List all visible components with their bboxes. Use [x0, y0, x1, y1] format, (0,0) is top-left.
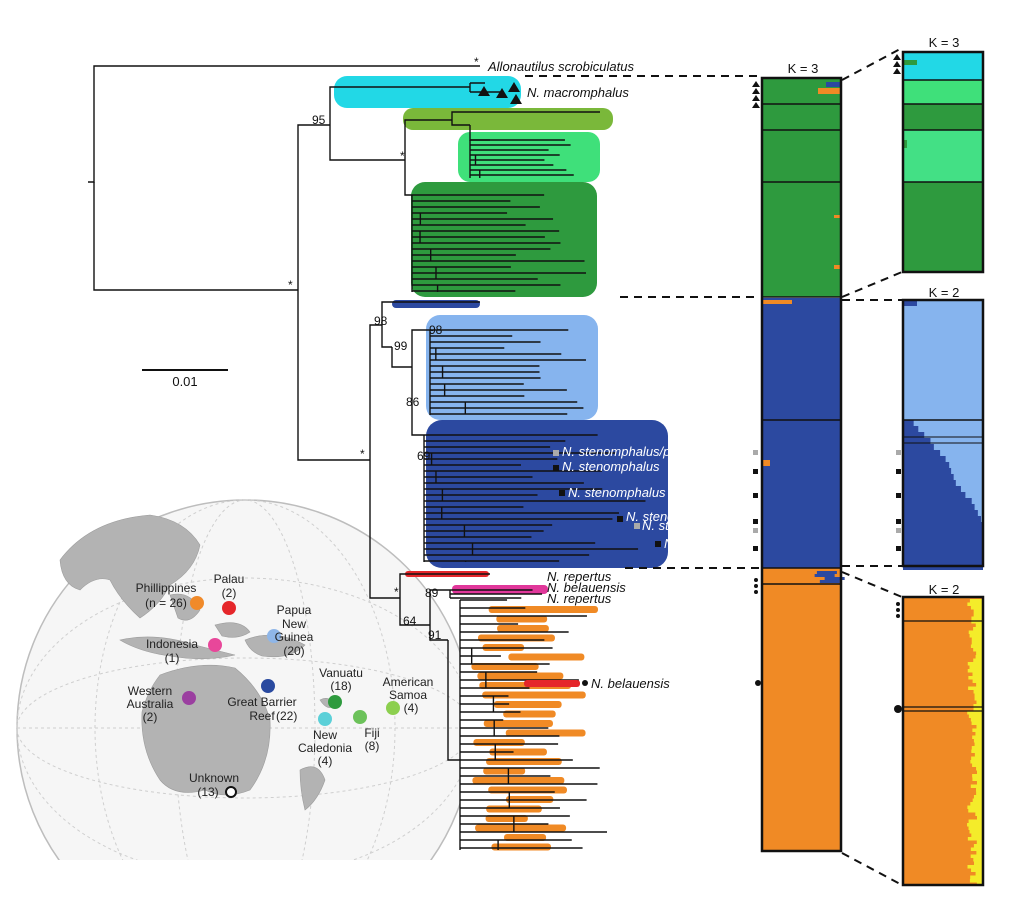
support-91: 91: [428, 628, 442, 642]
scale-bar: 0.01: [142, 369, 228, 389]
main-blue-block: [762, 298, 841, 568]
dot-vanuatu[interactable]: [328, 695, 342, 709]
scale-bar-label: 0.01: [172, 374, 197, 389]
dashed-connectors: [525, 47, 903, 886]
loc-wa-name2: Australia: [127, 697, 174, 711]
dot-philippines[interactable]: [190, 596, 204, 610]
support-star-root: *: [288, 278, 293, 292]
loc-wa-count: (2): [143, 710, 158, 724]
clade-cyan: [334, 76, 521, 108]
taxon-stenomp: N.stenomp.: [664, 536, 730, 551]
loc-gbr-name2: Reef: [249, 709, 275, 723]
clade-light-blue: [426, 315, 598, 420]
support-98b: 98: [429, 323, 443, 337]
loc-philippines-name: Phillippines: [136, 581, 197, 595]
support-star-orange: *: [394, 585, 399, 599]
taxon-stenomphalus-1: N. stenomphalus: [562, 459, 660, 474]
sub2-frame: [901, 298, 985, 568]
macromphalus-markers: [478, 82, 522, 104]
main-column-separators: [762, 103, 841, 585]
support-star-outgroup: *: [474, 55, 479, 69]
dot-gbr[interactable]: [261, 679, 275, 693]
taxon-repertus-1: N. repertus: [547, 569, 612, 584]
sub1-frame: [901, 50, 985, 274]
loc-samoa-name2: Samoa: [389, 688, 427, 702]
loc-nc-name2: Caledonia: [298, 741, 352, 755]
dot-unknown[interactable]: [225, 786, 237, 798]
loc-philippines-count: (n = 26): [145, 596, 187, 610]
taxon-macromphalus: N. macromphalus: [527, 85, 629, 100]
main-column-frame: [760, 76, 843, 853]
support-64: 64: [403, 614, 417, 628]
support-69: 69: [417, 449, 431, 463]
loc-indonesia-count: (1): [165, 651, 180, 665]
loc-samoa-count: (4): [404, 701, 419, 715]
loc-fiji-count: (8): [365, 739, 380, 753]
dot-png[interactable]: [267, 629, 281, 643]
loc-png-count: (20): [283, 644, 304, 658]
loc-vanuatu-name: Vanuatu: [319, 666, 363, 680]
panel-sub3-title: K = 2: [929, 582, 960, 597]
main-orange-block: [762, 568, 841, 851]
loc-wa-name1: Western: [128, 684, 172, 698]
globe-map: Phillippines (n = 26) Palau (2) Papua Ne…: [16, 499, 460, 860]
loc-unknown-name: Unknown: [189, 771, 239, 785]
taxon-belauensis-1: N. belauensis: [547, 580, 626, 595]
loc-png-name3: Guinea: [275, 630, 314, 644]
tree-main-branches: [88, 65, 600, 761]
taxon-stenom-pomp: N. stenom./pomp.: [642, 518, 745, 533]
loc-palau-count: (2): [222, 586, 237, 600]
main-column-details: [762, 82, 845, 583]
dot-western-australia[interactable]: [182, 691, 196, 705]
dot-american-samoa[interactable]: [386, 701, 400, 715]
panel-sub2-title: K = 2: [929, 285, 960, 300]
loc-gbr-name1: Great Barrier: [227, 695, 296, 709]
panel-markers: [752, 54, 902, 713]
taxon-outgroup: Allonautilus scrobiculatus: [487, 59, 634, 74]
dot-new-caledonia[interactable]: [318, 712, 332, 726]
support-star-blue: *: [360, 447, 365, 461]
sub3-details: [903, 599, 983, 886]
taxon-repertus-2: N. repertus: [547, 591, 612, 606]
dot-palau[interactable]: [222, 601, 236, 615]
loc-gbr-count: (22): [276, 709, 297, 723]
taxon-stenomphalus-2: N. stenomphalus: [568, 485, 666, 500]
loc-indonesia-name: Indonesia: [146, 637, 198, 651]
taxon-stenomphalus-pompilius: N. stenomphalus/pompilius: [562, 444, 719, 459]
support-98a: 98: [374, 314, 388, 328]
panel-sub1-title: K = 3: [929, 35, 960, 50]
clade-green: [411, 182, 597, 297]
loc-samoa-name1: American: [383, 675, 434, 689]
loc-palau-name: Palau: [214, 572, 245, 586]
structure-panels: K = 3 K = 3 K = 2 K = 2: [760, 35, 985, 887]
loc-png-name2: New: [282, 617, 306, 631]
main-green-block: [762, 78, 841, 297]
tree-twigs: [411, 139, 646, 850]
support-86: 86: [406, 395, 420, 409]
loc-vanuatu-count: (18): [330, 679, 351, 693]
taxon-belauensis-2: N. belauensis: [591, 676, 670, 691]
loc-nc-name1: New: [313, 728, 337, 742]
dot-fiji[interactable]: [353, 710, 367, 724]
support-95: 95: [312, 113, 326, 127]
support-89: 89: [425, 586, 439, 600]
sub3-frame: [901, 595, 985, 887]
loc-fiji-name: Fiji: [364, 726, 379, 740]
taxon-stenomphalus-3: N. stenomphalus: [626, 509, 724, 524]
dot-indonesia[interactable]: [208, 638, 222, 652]
loc-png-name1: Papua: [277, 603, 312, 617]
loc-unknown-count: (13): [197, 785, 218, 799]
support-star-green: *: [400, 149, 405, 163]
panel-main-title: K = 3: [788, 61, 819, 76]
loc-nc-count: (4): [318, 754, 333, 768]
clade-dark-blue-top: [392, 300, 480, 308]
support-99: 99: [394, 339, 408, 353]
node-support-values: 95 98 99 98 86 69 89 64 91 * * * * *: [288, 55, 479, 642]
taxon-labels: Allonautilus scrobiculatus N. macromphal…: [487, 59, 745, 691]
